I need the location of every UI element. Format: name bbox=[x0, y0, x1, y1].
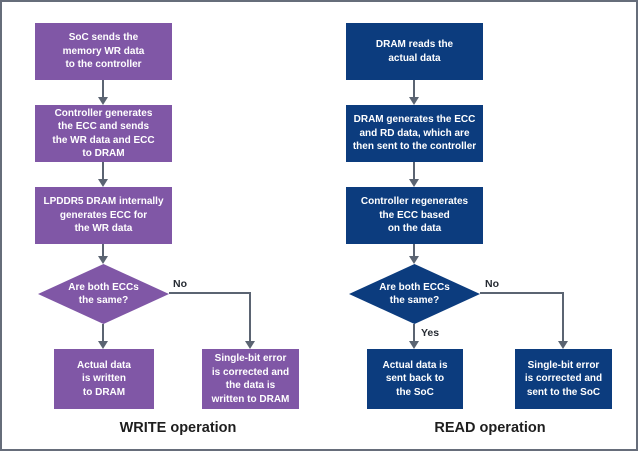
write-match-outcome-box: Actual data is written to DRAM bbox=[54, 349, 154, 409]
read-caption: READ operation bbox=[434, 420, 546, 436]
write-step-box-3: LPDDR5 DRAM internally generates ECC for… bbox=[35, 187, 172, 244]
write-no-label: No bbox=[173, 278, 187, 290]
write-mismatch-outcome-box: Single-bit error is corrected and the da… bbox=[202, 349, 299, 409]
arrowhead-icon bbox=[409, 179, 419, 187]
connector-line bbox=[102, 244, 104, 256]
read-mismatch-outcome-box: Single-bit error is corrected and sent t… bbox=[515, 349, 612, 409]
write-step-box-2: Controller generates the ECC and sends t… bbox=[35, 105, 172, 162]
write-caption: WRITE operation bbox=[119, 420, 237, 436]
connector-line bbox=[169, 292, 251, 294]
read-no-label: No bbox=[485, 278, 499, 290]
arrowhead-icon bbox=[98, 256, 108, 264]
arrowhead-icon bbox=[98, 97, 108, 105]
arrowhead-icon bbox=[558, 341, 568, 349]
read-yes-label: Yes bbox=[421, 327, 440, 339]
connector-line bbox=[480, 292, 564, 294]
write-step-box-1: SoC sends the memory WR data to the cont… bbox=[35, 23, 172, 80]
connector-line bbox=[413, 80, 415, 97]
arrowhead-icon bbox=[98, 179, 108, 187]
connector-line bbox=[249, 292, 251, 341]
connector-line bbox=[413, 244, 415, 256]
connector-line bbox=[102, 324, 104, 341]
connector-line bbox=[413, 324, 415, 341]
arrowhead-icon bbox=[409, 256, 419, 264]
connector-line bbox=[102, 80, 104, 97]
arrowhead-icon bbox=[409, 97, 419, 105]
read-match-outcome-box: Actual data is sent back to the SoC bbox=[367, 349, 463, 409]
read-step-box-3: Controller regenerates the ECC based on … bbox=[346, 187, 483, 244]
read-step-box-1: DRAM reads the actual data bbox=[346, 23, 483, 80]
arrowhead-icon bbox=[409, 341, 419, 349]
connector-line bbox=[413, 162, 415, 179]
connector-line bbox=[562, 292, 564, 341]
arrowhead-icon bbox=[245, 341, 255, 349]
arrowhead-icon bbox=[98, 341, 108, 349]
connector-line bbox=[102, 162, 104, 179]
read-decision-diamond: Are both ECCs the same? bbox=[349, 264, 480, 324]
read-step-box-2: DRAM generates the ECC and RD data, whic… bbox=[346, 105, 483, 162]
